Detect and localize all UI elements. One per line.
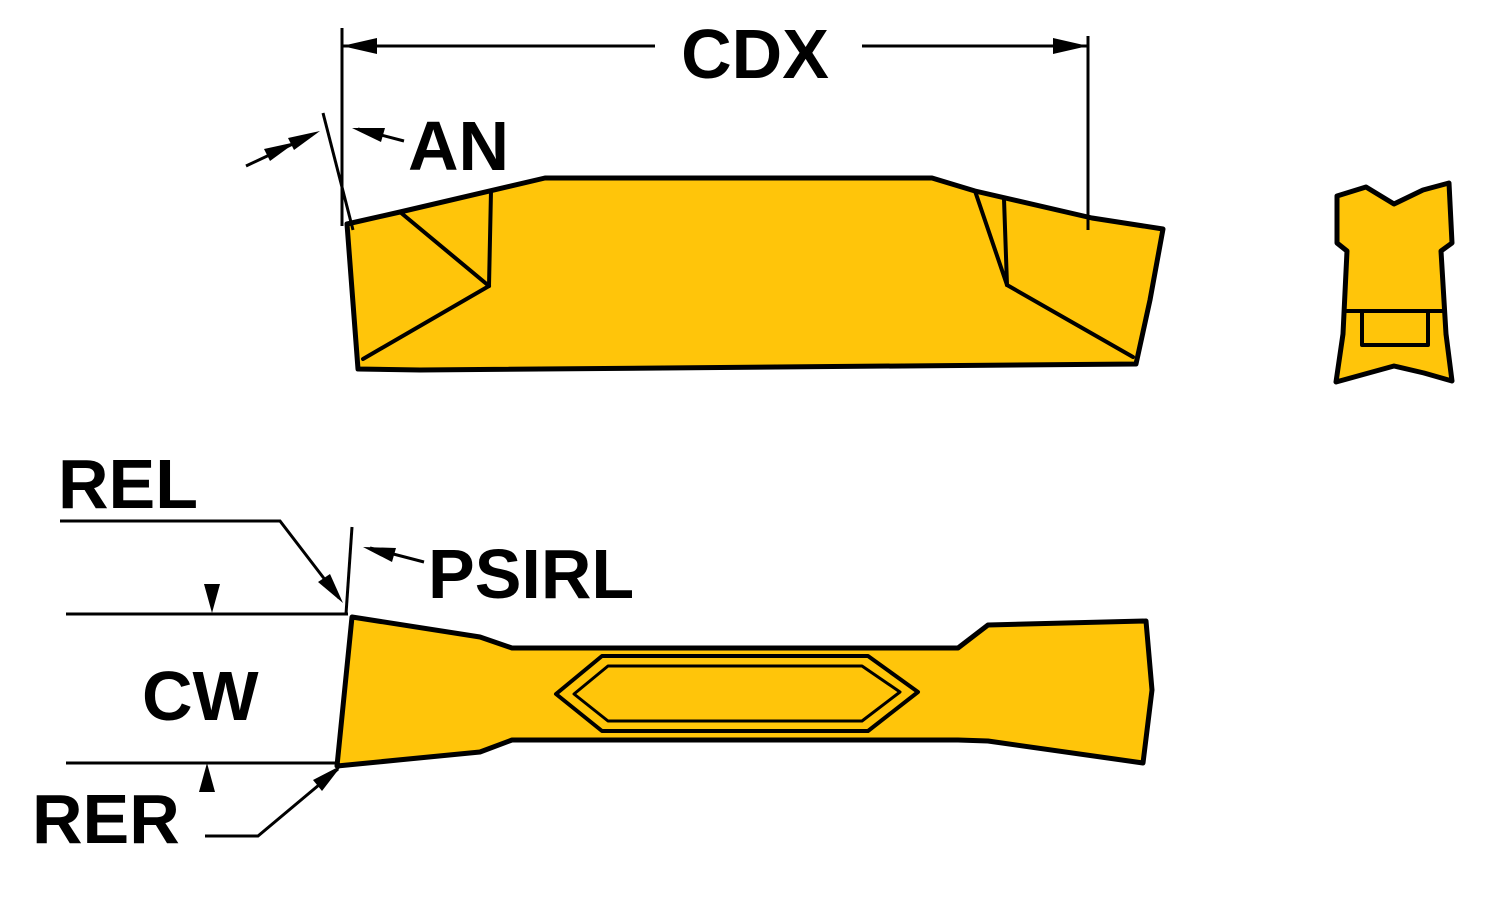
- rer-leader-line: [205, 767, 339, 838]
- psirl-reference-line: [344, 526, 354, 615]
- side-view-left-facet-vertical: [487, 189, 493, 288]
- side-view-left-facet-edge: [398, 210, 491, 288]
- insert-side-view: [344, 175, 1166, 373]
- an-angle-arrowhead-1: [288, 131, 320, 150]
- an-arrowhead: [352, 128, 385, 142]
- side-view-right-facet-vertical: [1002, 197, 1009, 287]
- rel-leader-line: [60, 519, 341, 599]
- chip-breaker-inner-outline: [572, 664, 902, 723]
- cw-label: CW: [142, 657, 259, 735]
- side-view-right-facet-base: [1005, 283, 1135, 359]
- an-angle-reference-line: [321, 112, 355, 231]
- psirl-arrowhead: [363, 547, 396, 562]
- chip-breaker-outline: [554, 654, 920, 733]
- cdx-arrowhead-right: [1053, 38, 1088, 54]
- psirl-label: PSIRL: [428, 535, 634, 613]
- insert-end-view: [1333, 180, 1455, 385]
- rel-arrowhead: [318, 574, 343, 603]
- cw-arrowhead-top: [204, 584, 220, 613]
- rel-label: REL: [58, 445, 198, 523]
- rer-arrowhead: [313, 765, 342, 791]
- end-view-bottom-notch: [1360, 309, 1430, 347]
- cdx-label: CDX: [681, 15, 829, 93]
- cdx-arrowhead-left: [342, 38, 377, 54]
- cw-arrowhead-bottom: [199, 763, 215, 792]
- side-view-left-facet-base: [361, 284, 491, 361]
- an-angle-arrowhead-2: [264, 142, 296, 161]
- rer-label: RER: [32, 780, 180, 858]
- side-view-right-facet-edge: [973, 189, 1009, 287]
- an-label: AN: [408, 107, 509, 185]
- insert-top-view: [334, 614, 1155, 769]
